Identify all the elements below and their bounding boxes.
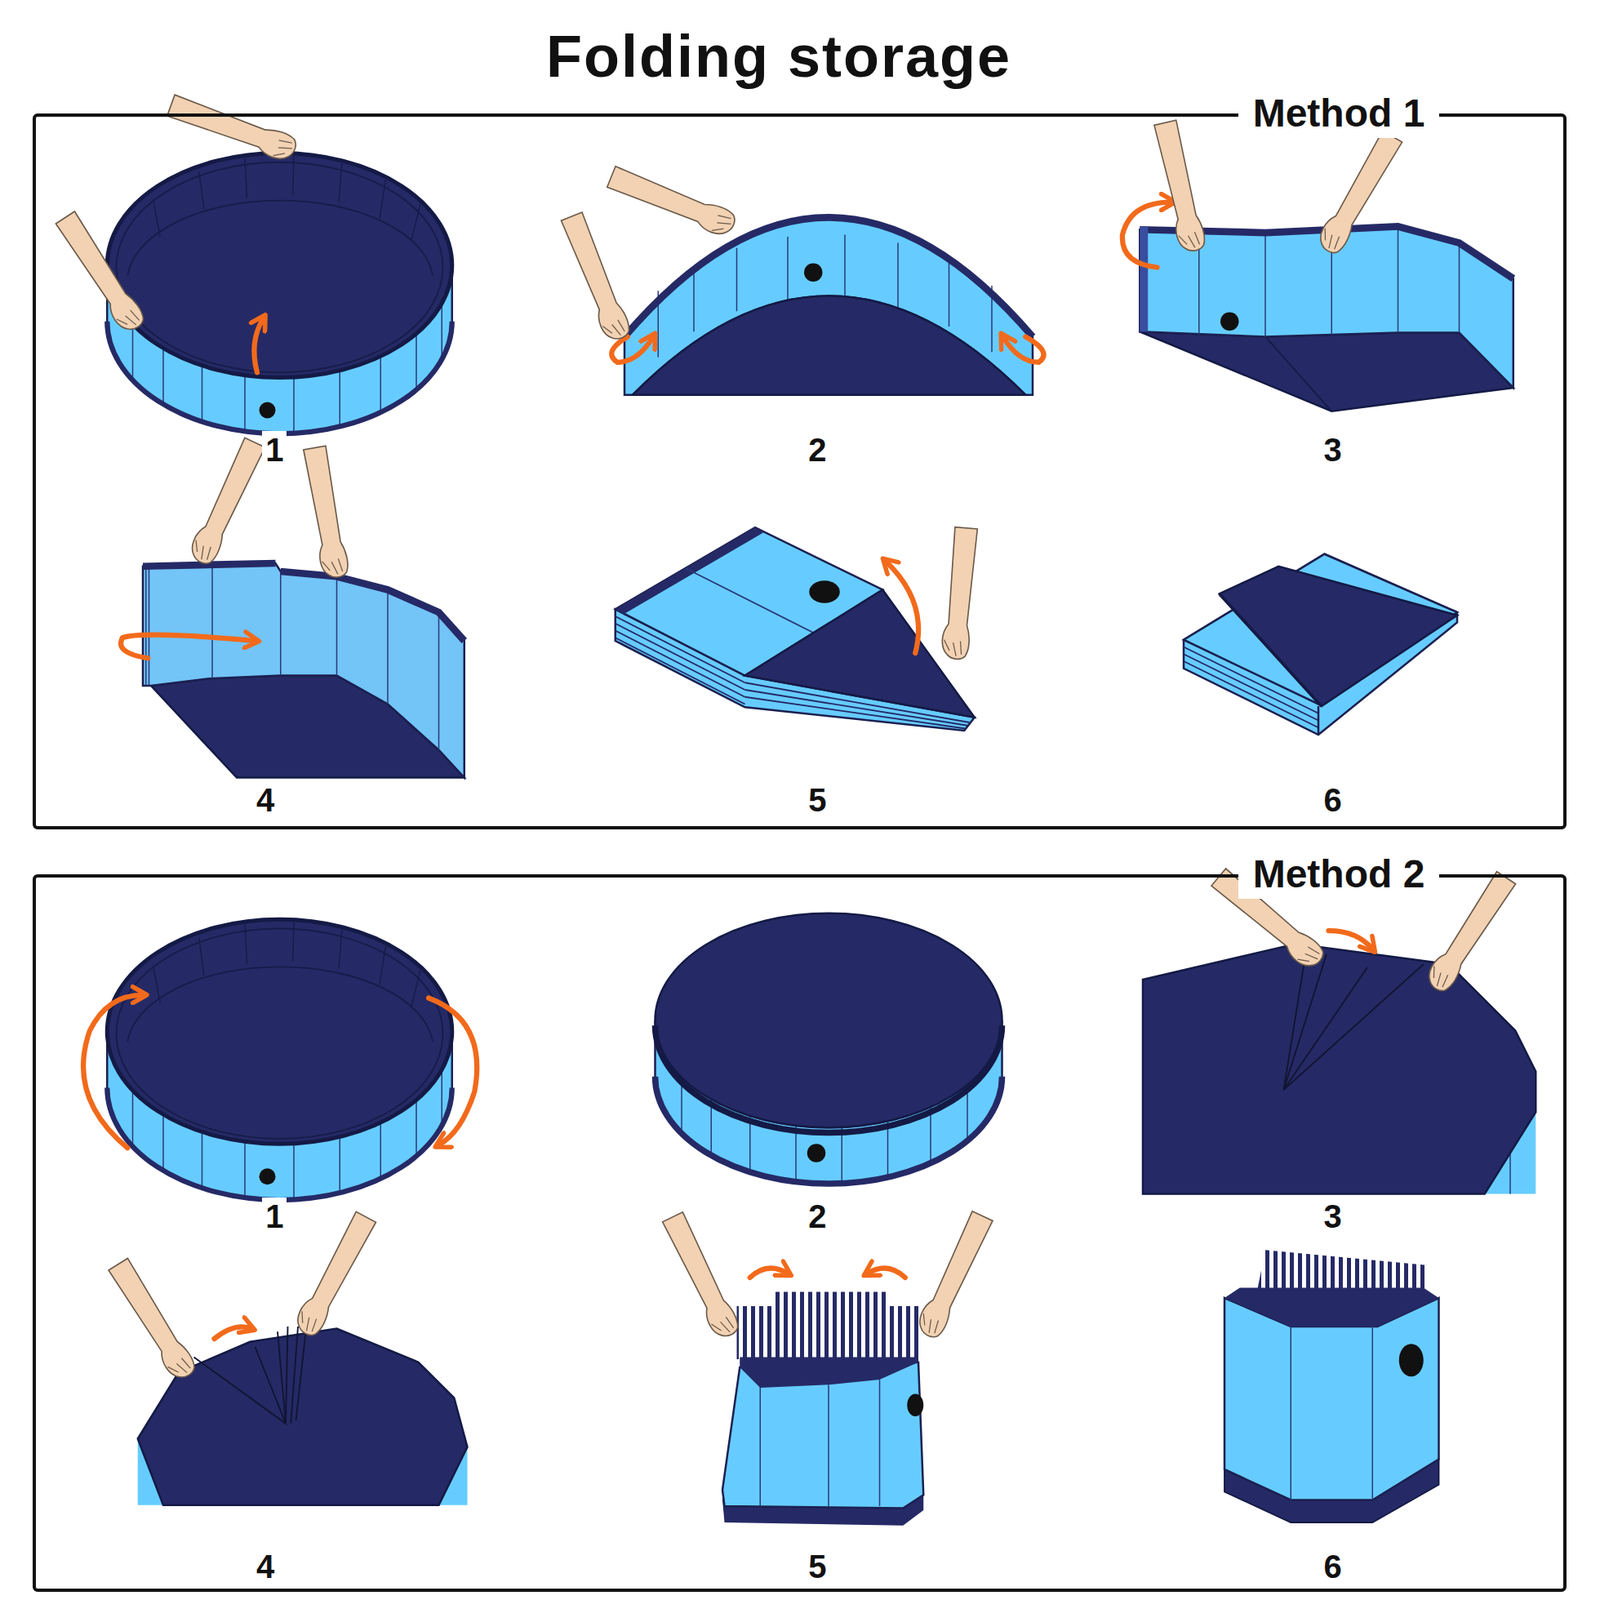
step-figure [1122,120,1514,412]
step-figure [1142,867,1536,1195]
page-title: Folding storage [546,22,1012,90]
step-number: 5 [804,1547,830,1586]
step-figure [1183,554,1458,735]
step-figure [558,164,1044,396]
step-number: 6 [1320,781,1345,819]
step-number: 6 [1320,1547,1345,1586]
step-number: 2 [804,431,830,469]
step-figure [106,1210,467,1506]
step-figure [120,436,465,778]
step-number: 2 [804,1197,830,1236]
step-figure [660,1209,995,1525]
step-number: 4 [253,781,278,819]
step-number: 3 [1320,431,1345,469]
method-heading: Method 2 [1238,849,1440,899]
method-heading: Method 1 [1238,88,1440,138]
method-panel: Method 1 [32,113,1567,830]
step-number: 1 [262,1197,287,1236]
step-number: 1 [262,431,287,469]
step-figure [615,526,979,731]
step-figure [83,919,477,1216]
step-figure [53,93,452,449]
step-number: 3 [1320,1197,1345,1236]
step-figure [655,913,1003,1205]
step-number: 5 [804,781,830,819]
step-figure [1224,1249,1440,1523]
step-number: 4 [253,1547,278,1586]
